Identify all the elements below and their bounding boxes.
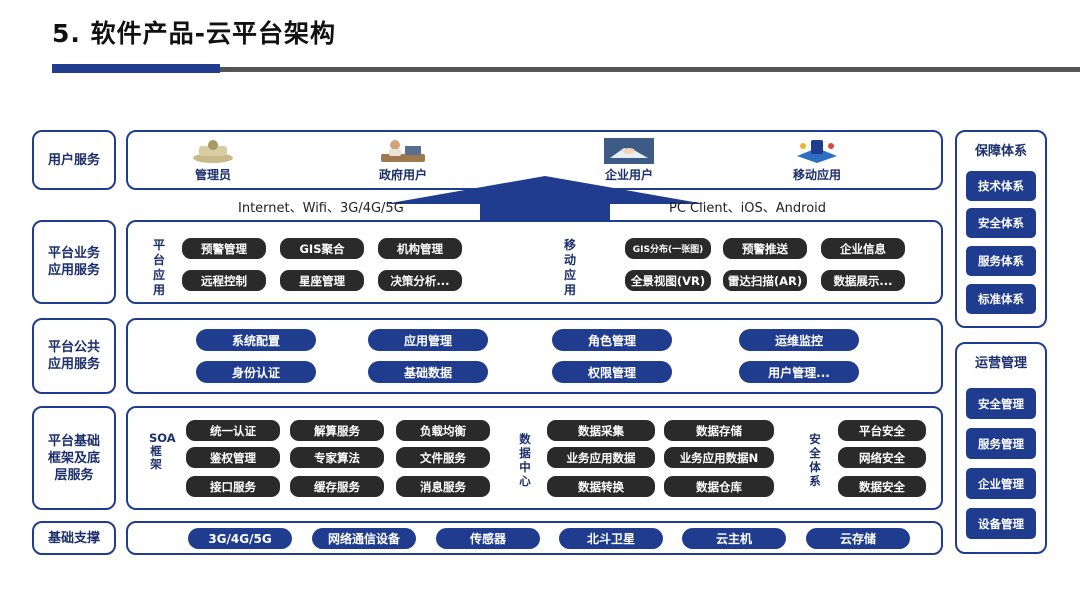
- mobile-app-icon: [797, 140, 837, 163]
- layer-label-common-service: 平台公共应用服务: [32, 318, 116, 394]
- common-service-pill[interactable]: 身份认证: [196, 361, 316, 383]
- mobile-app-pill[interactable]: 预警推送: [723, 238, 807, 259]
- admin-icon: [193, 140, 233, 163]
- platform-apps-title: 平台应用: [152, 238, 165, 297]
- app-pill[interactable]: 远程控制: [182, 270, 266, 291]
- operations-item[interactable]: 企业管理: [966, 468, 1036, 499]
- user-government: 政府用户: [358, 138, 448, 183]
- user-label: 移动应用: [792, 168, 841, 182]
- data-center-pill[interactable]: 数据采集: [547, 420, 655, 441]
- infrastructure-pill[interactable]: 传感器: [436, 528, 540, 549]
- user-label: 管理员: [194, 168, 231, 182]
- connectivity-right-text: PC Client、iOS、Android: [669, 201, 827, 216]
- infrastructure-pill[interactable]: 云存储: [806, 528, 910, 549]
- operations-item[interactable]: 服务管理: [966, 428, 1036, 459]
- enterprise-user-icon: [604, 138, 654, 164]
- soa-pill[interactable]: 解算服务: [290, 420, 384, 441]
- connectivity-left-text: Internet、Wifi、3G/4G/5G: [238, 201, 404, 216]
- soa-pill[interactable]: 接口服务: [186, 476, 280, 497]
- user-label: 政府用户: [378, 168, 427, 182]
- guarantee-item[interactable]: 技术体系: [966, 171, 1036, 201]
- soa-pill[interactable]: 缓存服务: [290, 476, 384, 497]
- layer-label-text: 平台公共应用服务: [47, 340, 100, 372]
- title-underline: [220, 67, 1080, 72]
- common-service-pill[interactable]: 系统配置: [196, 329, 316, 351]
- layer-label-app-service: 平台业务应用服务: [32, 220, 116, 304]
- security-pill[interactable]: 数据安全: [838, 476, 926, 497]
- title-underline-accent: [52, 64, 220, 73]
- operations-item[interactable]: 设备管理: [966, 508, 1036, 539]
- guarantee-item[interactable]: 标准体系: [966, 284, 1036, 314]
- common-service-pill[interactable]: 基础数据: [368, 361, 488, 383]
- government-user-icon: [381, 140, 425, 162]
- soa-pill[interactable]: 消息服务: [396, 476, 490, 497]
- app-pill[interactable]: 决策分析...: [378, 270, 462, 291]
- layer-label-text: 平台业务应用服务: [47, 246, 100, 278]
- user-admin: 管理员: [168, 138, 258, 183]
- layer-label-user-service: 用户服务: [32, 130, 116, 190]
- common-service-pill[interactable]: 运维监控: [739, 329, 859, 351]
- app-pill[interactable]: 星座管理: [280, 270, 364, 291]
- mobile-app-pill[interactable]: 全景视图(VR): [625, 270, 711, 291]
- common-service-pill[interactable]: 应用管理: [368, 329, 488, 351]
- layer-label-text: 平台基础框架及底层服务: [47, 433, 100, 483]
- common-service-pill[interactable]: 角色管理: [552, 329, 672, 351]
- common-service-pill[interactable]: 用户管理...: [739, 361, 859, 383]
- soa-pill[interactable]: 鉴权管理: [186, 447, 280, 468]
- guarantee-item[interactable]: 服务体系: [966, 246, 1036, 276]
- guarantee-title: 保障体系: [974, 144, 1027, 159]
- layer-label-text: 基础支撑: [47, 530, 100, 546]
- mobile-apps-title: 移动应用: [563, 238, 576, 297]
- data-center-pill[interactable]: 数据存储: [664, 420, 774, 441]
- app-pill[interactable]: GIS聚合: [280, 238, 364, 259]
- data-center-pill[interactable]: 数据仓库: [664, 476, 774, 497]
- soa-pill[interactable]: 专家算法: [290, 447, 384, 468]
- mobile-app-pill[interactable]: 雷达扫描(AR): [723, 270, 807, 291]
- infrastructure-pill[interactable]: 网络通信设备: [312, 528, 416, 549]
- infrastructure-pill[interactable]: 云主机: [682, 528, 786, 549]
- app-pill[interactable]: 预警管理: [182, 238, 266, 259]
- infrastructure-pill[interactable]: 3G/4G/5G: [188, 528, 292, 549]
- infrastructure-pill[interactable]: 北斗卫星: [559, 528, 663, 549]
- data-center-pill[interactable]: 业务应用数据: [547, 447, 655, 468]
- layer-label-base-service: 平台基础框架及底层服务: [32, 406, 116, 510]
- app-pill[interactable]: 机构管理: [378, 238, 462, 259]
- mobile-app-pill[interactable]: 企业信息: [821, 238, 905, 259]
- soa-title: SOA框架: [149, 431, 176, 471]
- data-center-pill[interactable]: 数据转换: [547, 476, 655, 497]
- operations-item[interactable]: 安全管理: [966, 388, 1036, 419]
- user-mobile: 移动应用: [772, 138, 862, 183]
- common-service-pill[interactable]: 权限管理: [552, 361, 672, 383]
- layer-label-support: 基础支撑: [32, 521, 116, 555]
- user-label: 企业用户: [604, 168, 653, 182]
- app-service-panel: [126, 220, 943, 304]
- security-pill[interactable]: 网络安全: [838, 447, 926, 468]
- layer-label-text: 用户服务: [47, 152, 100, 168]
- mobile-app-pill[interactable]: GIS分布(一张图): [625, 238, 711, 259]
- soa-pill[interactable]: 统一认证: [186, 420, 280, 441]
- security-pill[interactable]: 平台安全: [838, 420, 926, 441]
- soa-pill[interactable]: 文件服务: [396, 447, 490, 468]
- mobile-app-pill[interactable]: 数据展示...: [821, 270, 905, 291]
- operations-title: 运营管理: [974, 356, 1027, 371]
- user-enterprise: 企业用户: [584, 138, 674, 183]
- page-title: 5. 软件产品-云平台架构: [52, 19, 336, 48]
- security-title: 安全体系: [809, 432, 821, 488]
- data-center-pill[interactable]: 业务应用数据N: [664, 447, 774, 468]
- data-center-title: 数据中心: [519, 432, 531, 488]
- data-flow-arrow: [385, 176, 705, 236]
- soa-pill[interactable]: 负载均衡: [396, 420, 490, 441]
- guarantee-item[interactable]: 安全体系: [966, 208, 1036, 238]
